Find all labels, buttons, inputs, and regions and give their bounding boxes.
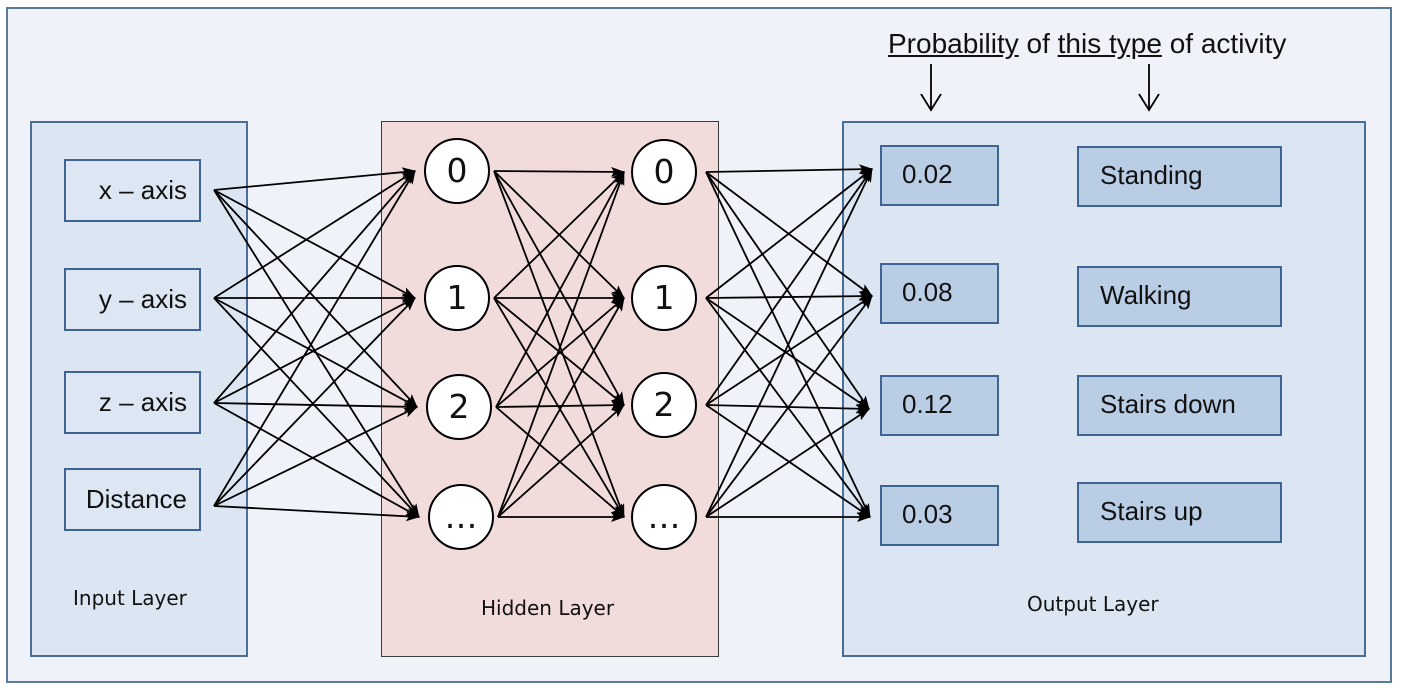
connection-arrow	[705, 164, 873, 175]
connection-arrow	[213, 170, 416, 404]
connection-arrow	[705, 295, 873, 518]
connection-arrow	[213, 406, 418, 507]
output-activity-box: Standing	[1077, 146, 1282, 207]
connection-arrow	[495, 400, 625, 411]
caption-text: of activity	[1161, 28, 1287, 59]
input-node-label: Distance	[85, 484, 187, 514]
neuron-circle	[631, 265, 697, 331]
neuron-circle	[631, 139, 697, 205]
output-activity-box: Stairs down	[1077, 375, 1282, 436]
connection-arrow	[213, 401, 418, 412]
output-caption: Probability of this type of activity	[888, 28, 1286, 60]
neuron-circle	[428, 484, 494, 550]
caption-text: of	[1018, 28, 1058, 59]
connection-arrow	[213, 402, 420, 518]
hidden-node-col1: 0	[424, 138, 490, 204]
connection-arrow	[493, 170, 625, 518]
connection-arrow	[705, 408, 870, 518]
connection-arrow	[213, 170, 416, 507]
neuron-label: 0	[447, 151, 468, 190]
connection-arrow	[213, 297, 418, 408]
neuron-circle	[631, 484, 697, 550]
caption-arrows	[920, 64, 1160, 112]
input-node-label: z – axis	[98, 387, 187, 417]
arrowhead-icon	[920, 93, 942, 112]
neuron-circle	[631, 372, 697, 438]
output-activity-box: Stairs up	[1077, 482, 1282, 543]
hidden-node-col2: 0	[631, 139, 697, 205]
arrowhead-icon	[1138, 93, 1160, 112]
connection-arrow	[705, 295, 873, 406]
connection-arrow	[493, 297, 625, 518]
connection-arrow	[493, 166, 625, 177]
connection-arrow	[213, 505, 420, 522]
neuron-label: …	[445, 497, 478, 536]
connection-arrow	[495, 297, 625, 408]
connection-arrow	[493, 170, 625, 406]
neuron-label: 2	[654, 385, 675, 424]
input-node-distance: Distance	[64, 468, 201, 531]
neuron-label: 1	[654, 278, 675, 317]
connection-arrow	[497, 404, 625, 518]
hidden-node-col2: 1	[631, 265, 697, 331]
hidden-node-col2: 2	[631, 372, 697, 438]
hidden-node-col1: 2	[426, 374, 492, 440]
input-node-z-axis: z – axis	[64, 371, 201, 434]
neuron-circle	[426, 374, 492, 440]
connection-arrow	[705, 404, 871, 518]
output-layer-label: Output Layer	[1027, 592, 1159, 616]
input-node-y-axis: y – axis	[64, 268, 201, 331]
input-layer-label: Input Layer	[73, 586, 187, 610]
connection-arrow	[705, 168, 873, 518]
connection-arrow	[213, 297, 416, 404]
neuron-label: 1	[447, 278, 468, 317]
caption-this-type: this type	[1057, 28, 1162, 59]
connection-arrow	[493, 171, 625, 299]
neuron-circle	[424, 265, 490, 331]
caption-probability: Probability	[888, 28, 1019, 59]
input-node-x-axis: x – axis	[64, 159, 201, 222]
connection-arrow	[213, 170, 416, 299]
output-probability-box: 0.12	[880, 375, 999, 436]
hidden-node-col1: 1	[424, 265, 490, 331]
input-node-label: y – axis	[98, 284, 187, 314]
connection-arrow	[213, 297, 420, 518]
hidden-node-col2: …	[631, 484, 697, 550]
connection-arrow	[705, 168, 873, 406]
connection-arrow	[213, 297, 416, 507]
output-probability-box: 0.03	[880, 485, 999, 546]
connection-arrow	[705, 297, 870, 410]
hidden-node-col1: …	[428, 484, 494, 550]
neuron-label: 2	[449, 387, 470, 426]
connection-arrow	[497, 297, 625, 518]
neuron-label: …	[648, 497, 681, 536]
output-probability-box: 0.02	[880, 145, 999, 206]
connection-arrow	[213, 167, 416, 191]
input-node-label: x – axis	[98, 175, 187, 205]
neuron-label: 0	[654, 152, 675, 191]
connection-arrow	[705, 168, 873, 299]
connection-arrow	[705, 291, 873, 302]
output-probability-box: 0.08	[880, 263, 999, 324]
connection-arrow	[497, 171, 625, 518]
output-activity-box: Walking	[1077, 266, 1282, 327]
connection-arrow	[213, 189, 416, 299]
neuron-circle	[424, 138, 490, 204]
hidden-layer-label: Hidden Layer	[481, 596, 615, 620]
connection-arrow	[495, 171, 625, 408]
